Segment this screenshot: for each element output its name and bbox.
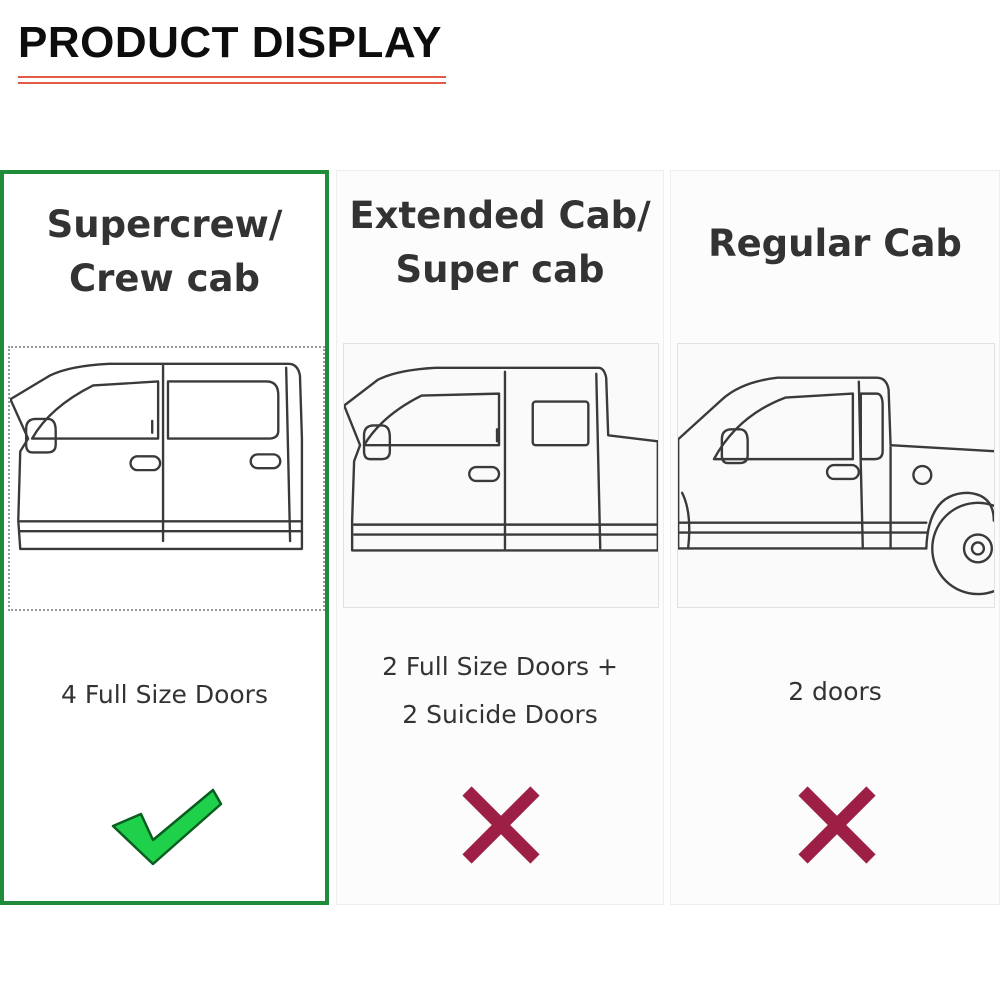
- cab-description: 2 Full Size Doors + 2 Suicide Doors: [382, 652, 618, 729]
- title-underline: [18, 82, 446, 84]
- cross-icon: [462, 786, 540, 864]
- title-underline: [18, 76, 446, 78]
- cab-description: 4 Full Size Doors: [61, 680, 268, 709]
- cab-heading: Regular Cab: [708, 222, 962, 265]
- cross-icon: [798, 786, 876, 864]
- cab-panel-extended: Extended Cab/ Super cab 2 Full Size Door…: [336, 170, 664, 905]
- truck-illustration: [677, 343, 995, 608]
- truck-illustration: [343, 343, 659, 608]
- truck-illustration: [8, 346, 325, 611]
- cab-heading: Supercrew/ Crew cab: [46, 203, 283, 300]
- check-icon: [111, 788, 223, 866]
- cab-panel-supercrew: Supercrew/ Crew cab 4 Full Size Doors: [0, 170, 329, 905]
- cab-panel-regular: Regular Cab 2 doors: [670, 170, 1000, 905]
- cab-description: 2 doors: [788, 677, 882, 706]
- page-title: PRODUCT DISPLAY: [18, 18, 442, 67]
- cab-heading: Extended Cab/ Super cab: [349, 194, 651, 291]
